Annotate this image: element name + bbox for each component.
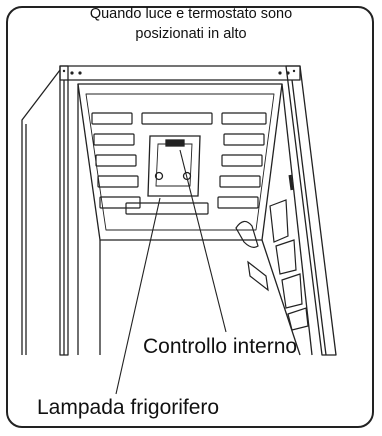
diagram-frame — [6, 6, 374, 428]
door-shelves — [235, 174, 309, 331]
screw-dots — [62, 69, 296, 75]
caption-line-2: posizionati in alto — [135, 26, 247, 42]
lamp-leader-line — [115, 197, 161, 395]
left-door-panel — [21, 69, 61, 355]
right-front-post — [285, 65, 337, 356]
ceiling-panel — [77, 83, 283, 241]
internal-control-label: Controllo interno — [143, 335, 298, 358]
fridge-lamp-label: Lampada frigorifero — [37, 396, 220, 419]
caption: Quando luce e termostato sono posizionat… — [0, 4, 382, 44]
caption-line-1: Quando luce e termostato sono — [89, 6, 293, 22]
light-thermostat-housing — [147, 135, 201, 197]
control-leader-line — [179, 149, 227, 333]
cabinet-top-rim — [59, 65, 301, 81]
left-front-post — [59, 65, 69, 356]
vent-slots — [91, 112, 267, 215]
